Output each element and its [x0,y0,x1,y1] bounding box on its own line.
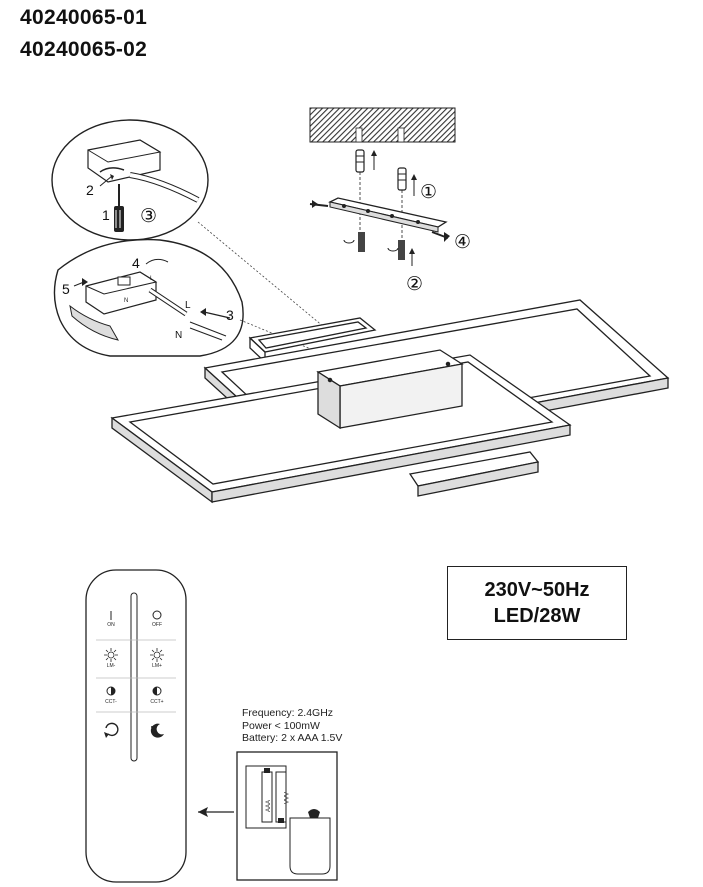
ceiling-section [309,107,456,143]
arrow-left-icon [198,807,234,817]
mounting-bracket [328,197,448,233]
button-label-lm-plus: LM+ [152,663,162,669]
cct-up-icon [152,686,162,696]
detail-number-5: 5 [62,281,70,297]
battery-spec: Battery: 2 x AAA 1.5V [242,732,343,744]
button-label-lm-minus: LM- [106,663,116,669]
step-marker-4: ④ [454,231,471,253]
lamp-frames [110,299,670,504]
cct-down-icon [106,686,116,696]
detail-number-4: 4 [132,255,140,271]
button-label-cct-plus: CCT+ [150,699,164,705]
detail-number-3: 3 [226,307,234,323]
wire-label-neutral: N [175,330,182,341]
remote-power-spec: Power < 100mW [242,719,320,732]
brightness-down-icon [104,648,118,662]
cycle-icon [104,722,119,738]
button-label-on: ON [107,622,115,628]
remote-info: Frequency: 2.4GHz Power < 100mW Battery:… [242,707,342,745]
battery-label-2: AAA [282,792,288,804]
detail-screw-terminal [51,119,209,241]
wire-label-live: L [185,300,191,311]
button-label-off: OFF [152,622,162,628]
frequency-spec: Frequency: 2.4GHz [242,707,334,719]
detail-number-2: 2 [86,182,94,198]
detail-wire-connection [53,238,244,357]
step-marker-1: ① [420,181,437,203]
remote-control [85,569,187,883]
step-marker-2: ② [406,273,423,295]
voltage-spec: 230V~50Hz [484,579,590,601]
wire-label-live-small: L [150,276,154,282]
night-mode-icon [150,723,164,738]
screw-icon [309,200,450,266]
power-off-icon [152,610,162,620]
model-number-1: 40240065-01 [20,6,148,29]
detail-number-1: 1 [102,207,110,223]
spec-box: 230V~50Hz LED/28W [447,566,627,640]
battery-label-1: AAA [266,800,272,812]
model-number-2: 40240065-02 [20,38,148,61]
button-label-cct-minus: CCT- [105,699,117,705]
leader-line [197,221,331,333]
wire-label-neutral-small: N [124,298,128,304]
wall-plug-icon [355,149,417,250]
screwdriver-icon [99,174,124,232]
battery-compartment [236,751,338,881]
brightness-up-icon [150,648,164,662]
power-spec: LED/28W [493,605,581,627]
step-marker-3: ③ [140,205,157,227]
